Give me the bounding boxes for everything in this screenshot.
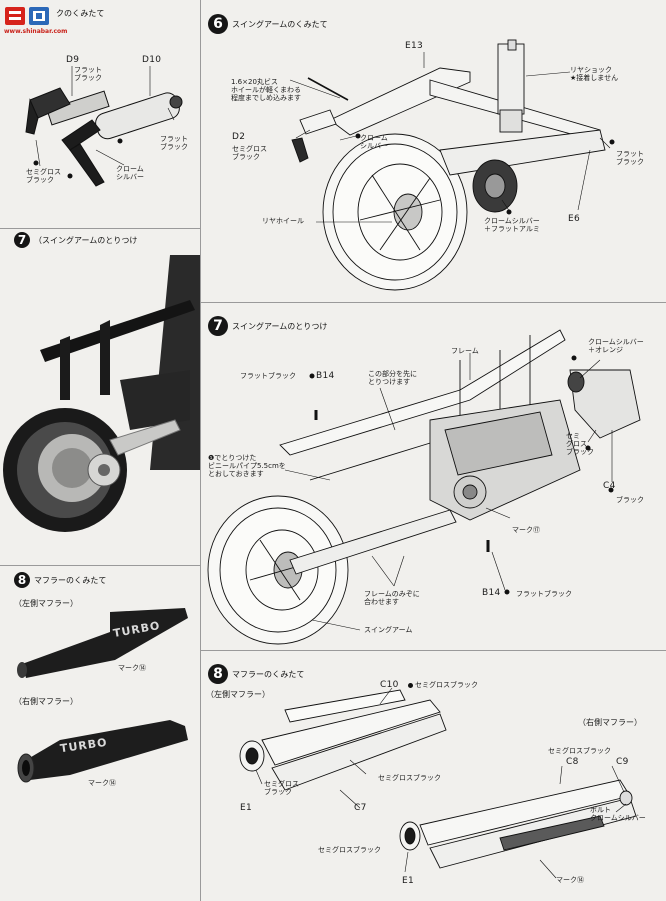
left-step8-title: マフラーのくみたて xyxy=(34,575,107,585)
part-c9-label: C9 xyxy=(616,757,629,767)
logo-graphic-icon xyxy=(5,7,49,25)
watermark-logo: www.shinabar.com xyxy=(3,4,67,35)
column-divider xyxy=(200,0,201,901)
mark14-left-label: マーク⑭ xyxy=(118,664,146,672)
part-d9-label: D9 xyxy=(66,55,80,65)
left-step7-title: （スイングアームのとりつけ xyxy=(34,235,138,245)
step8-number: 8 xyxy=(208,664,228,684)
step6-flat-black-label: フラット ブラック xyxy=(616,150,644,166)
left-step8-number: 8 xyxy=(14,572,30,588)
left-top-step-title: クのくみたて xyxy=(56,9,105,18)
part-d10-label: D10 xyxy=(142,55,162,65)
left-top-step-header: クのくみたて xyxy=(56,8,104,19)
part-d2-label: D2 xyxy=(232,132,246,142)
step7-frame-drawing-icon xyxy=(207,329,641,645)
left-muffler-label: （左側マフラー） xyxy=(14,599,78,608)
step6-header: 6 スイングアームのくみたて xyxy=(208,14,328,34)
b14-top-color-label: フラットブラック xyxy=(240,372,296,380)
step8-header: 8 マフラーのくみたて xyxy=(208,664,304,684)
insert-first-note-label: この部分を先に とりつけます xyxy=(368,370,417,386)
step7-number: 7 xyxy=(208,316,228,336)
mark14-step8-label: マーク⑭ xyxy=(556,876,584,884)
chrome-orange-label: クロームシルバー ＋オレンジ xyxy=(588,338,644,354)
screw-note-label: 1.6×20丸ビス ホイールが軽くまわる 程度までしめ込みます xyxy=(231,78,301,102)
mark17-label: マーク⑰ xyxy=(512,526,540,534)
chrome-silver-label: クローム シルバー xyxy=(116,165,144,181)
step6-swing-arm-drawing-icon xyxy=(289,39,615,291)
muffler-photos-icon xyxy=(17,608,188,783)
part-c7-label: C7 xyxy=(354,803,367,813)
mark14-right-label: マーク⑭ xyxy=(88,779,116,787)
e1-top-color-label: セミグロス ブラック xyxy=(264,780,299,796)
rear-wheel-label: リヤホイール xyxy=(262,217,304,225)
frame-label: フレーム xyxy=(451,347,479,355)
right-muffler-label: （右側マフラー） xyxy=(14,697,78,706)
part-c4-label: C4 xyxy=(603,481,616,491)
left-step7-number: 7 xyxy=(14,232,30,248)
section-divider-6-7 xyxy=(200,302,666,303)
part-c10-label: C10 xyxy=(380,680,399,690)
chrome-flat-alu-label: クロームシルバー ＋フラットアルミ xyxy=(484,217,540,233)
left-divider-2 xyxy=(0,565,200,566)
step6-semigloss-label: セミグロス ブラック xyxy=(232,145,267,161)
assembled-bike-photo-icon xyxy=(0,250,200,555)
section-divider-7-8 xyxy=(200,650,666,651)
c7-color-label: セミグロスブラック xyxy=(378,774,441,782)
left-step8-header: 8 マフラーのくみたて xyxy=(14,572,106,588)
part-e6-label: E6 xyxy=(568,214,581,224)
step7-title: スイングアームのとりつけ xyxy=(232,321,328,331)
b14-bottom-color-label: フラットブラック xyxy=(516,590,572,598)
swing-arm-label: スイングアーム xyxy=(364,626,413,634)
part-e1-top-label: E1 xyxy=(240,803,253,813)
flat-black-label-2: フラット ブラック xyxy=(160,135,188,151)
c8c9-color-label: セミグロスブラック xyxy=(548,747,611,755)
step7-semigloss-label: セミ グロス ブラック xyxy=(566,432,594,456)
vinyl-pipe-note-label: ❶でとりつけた ビニールパイプ5.5cmを とおしておきます xyxy=(208,454,286,478)
step6-title: スイングアームのくみたて xyxy=(232,19,328,29)
rear-shock-drawing-icon xyxy=(25,66,183,187)
step6-chrome-silver-label: クローム シルバー xyxy=(360,134,388,150)
frame-groove-note-label: フレームのみぞに 合わせます xyxy=(364,590,420,606)
left-divider-1 xyxy=(0,228,200,229)
step8-left-muffler-label: （左側マフラー） xyxy=(206,690,270,699)
part-e13-label: E13 xyxy=(405,41,424,51)
semigloss-black-label: セミグロス ブラック xyxy=(26,168,61,184)
step6-number: 6 xyxy=(208,14,228,34)
left-step7-header: 7 （スイングアームのとりつけ xyxy=(14,232,137,248)
step7-header: 7 スイングアームのとりつけ xyxy=(208,316,327,336)
rear-shock-label: リヤショック ★接着しません xyxy=(570,66,619,82)
bolt-label: ボルト クロームシルバー xyxy=(590,806,646,822)
part-b14-top-label: B14 xyxy=(316,371,335,381)
c4-color-label: ブラック xyxy=(616,496,644,504)
logo-text: www.shinabar.com xyxy=(4,28,68,35)
step8-right-muffler-label: （右側マフラー） xyxy=(578,718,642,727)
flat-black-label-1: フラット ブラック xyxy=(74,66,102,82)
e1-bottom-color-label: セミグロスブラック xyxy=(318,846,381,854)
part-e1-bottom-label: E1 xyxy=(402,876,415,886)
c10-color-label: セミグロスブラック xyxy=(408,681,478,689)
step8-title: マフラーのくみたて xyxy=(232,669,305,679)
part-b14-bottom-label: B14 xyxy=(482,588,501,598)
part-c8-label: C8 xyxy=(566,757,579,767)
